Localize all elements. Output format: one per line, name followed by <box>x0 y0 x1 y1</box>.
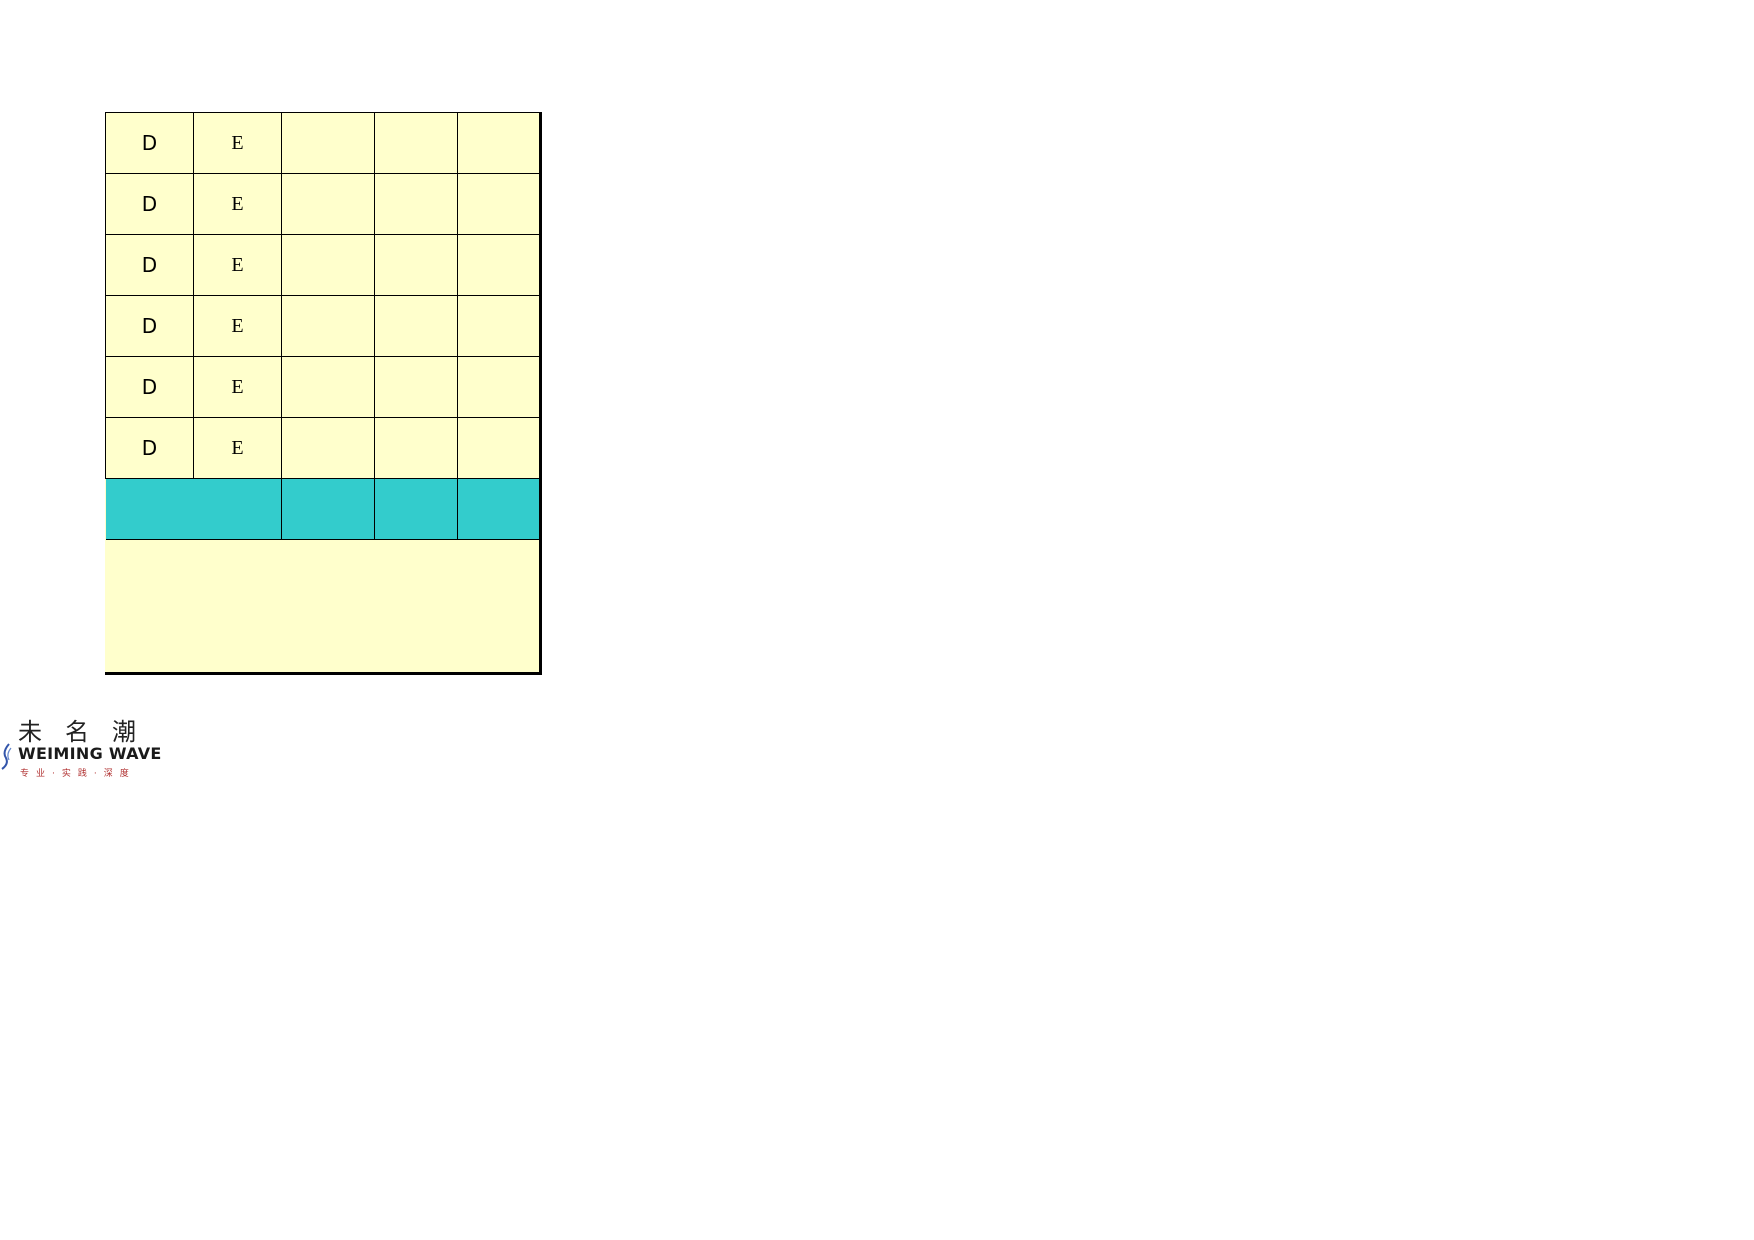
cell <box>281 234 375 296</box>
table-row: D E <box>105 173 540 235</box>
cell: D <box>105 417 194 479</box>
cell <box>457 112 540 174</box>
highlight-cell-merged <box>105 478 282 540</box>
cell <box>374 417 458 479</box>
cell <box>457 295 540 357</box>
cell <box>374 234 458 296</box>
cell <box>374 112 458 174</box>
cell: D <box>105 234 194 296</box>
cell <box>281 417 375 479</box>
logo-chinese-name: 未名潮 <box>18 718 159 746</box>
data-grid: D E D E D E <box>105 112 542 675</box>
table-row: D E <box>105 356 540 418</box>
cell: E <box>193 112 282 174</box>
weiming-wave-logo: 未名潮 WEIMING WAVE 专业·实践·深度 <box>0 712 180 780</box>
cell: E <box>193 234 282 296</box>
cell: D <box>105 295 194 357</box>
cell: E <box>193 356 282 418</box>
highlight-cell <box>281 478 375 540</box>
highlight-row <box>105 478 540 540</box>
logo-english-name: WEIMING WAVE <box>18 744 162 763</box>
cell <box>457 356 540 418</box>
cell: D <box>105 356 194 418</box>
cell: E <box>193 417 282 479</box>
cell: E <box>193 173 282 235</box>
table-row: D E <box>105 234 540 296</box>
cell <box>374 173 458 235</box>
cell: D <box>105 112 194 174</box>
table-row: D E <box>105 295 540 357</box>
highlight-cell <box>374 478 458 540</box>
cell <box>457 234 540 296</box>
cell <box>281 112 375 174</box>
logo-tagline: 专业·实践·深度 <box>20 769 136 779</box>
cell <box>457 173 540 235</box>
cell <box>281 173 375 235</box>
cell <box>374 295 458 357</box>
cell <box>374 356 458 418</box>
table-row: D E <box>105 417 540 479</box>
grid-table: D E D E D E <box>105 112 540 540</box>
wave-mark-icon <box>1 743 12 770</box>
cell: D <box>105 173 194 235</box>
cell: E <box>193 295 282 357</box>
cell <box>281 356 375 418</box>
table-row: D E <box>105 112 540 174</box>
cell <box>281 295 375 357</box>
highlight-cell <box>457 478 540 540</box>
cell <box>457 417 540 479</box>
blank-footer-area <box>105 540 539 656</box>
